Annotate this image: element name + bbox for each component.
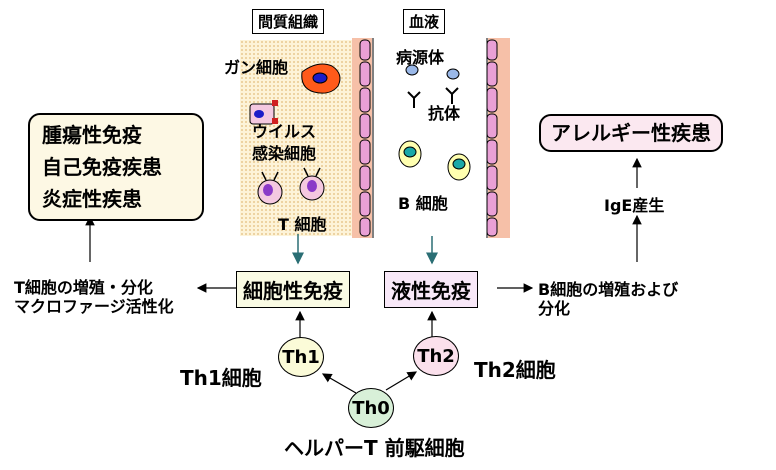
t-cell-2	[299, 167, 325, 201]
disease-tumor: 腫瘍性免疫	[42, 123, 142, 147]
arrow-th0-to-th2	[385, 371, 418, 391]
allergy-box: アレルギー性疾患	[539, 114, 723, 152]
t-cell-label: T 細胞	[278, 215, 327, 234]
arrow-th0-to-th1	[321, 373, 357, 394]
virus-infected-label: ウイルス 感染細胞	[252, 122, 317, 163]
th1-cell: Th1	[278, 337, 324, 377]
helper-t-precursor-label: ヘルパーT 前駆細胞	[284, 436, 465, 460]
b-prolif-text-1: B細胞の増殖および	[538, 280, 679, 299]
interstitial-header: 間質組織	[252, 9, 325, 34]
th1-label: Th1細胞	[180, 366, 262, 390]
th2-cell: Th2	[413, 336, 459, 376]
cellular-immunity-box: 細胞性免疫	[236, 271, 350, 308]
antibody-label: 抗体	[428, 104, 461, 123]
antibody-1	[407, 91, 421, 108]
t-cell-1	[257, 171, 283, 205]
pathogen-label: 病源体	[396, 48, 445, 67]
th2-label: Th2細胞	[474, 358, 556, 382]
left-vessel-wall	[352, 38, 374, 238]
pathogen-2	[446, 68, 460, 80]
antibody-2	[445, 87, 459, 104]
cancer-cell-label: ガン細胞	[224, 58, 289, 77]
t-prolif-text-1: T細胞の増殖・分化	[14, 278, 153, 297]
b-cell-label: B 細胞	[398, 194, 448, 213]
b-prolif-text-2: 分化	[538, 299, 571, 318]
right-vessel-wall	[486, 38, 510, 238]
disease-inflammatory: 炎症性疾患	[42, 187, 142, 211]
t-prolif-text-2: マクロファージ活性化	[14, 297, 174, 316]
disease-autoimmune: 自己免疫疾患	[42, 155, 162, 179]
humoral-immunity-box: 液性免疫	[384, 271, 478, 308]
pathogen-1	[405, 64, 419, 76]
disease-box: 腫瘍性免疫 自己免疫疾患 炎症性疾患	[28, 113, 204, 221]
blood-header: 血液	[403, 9, 446, 34]
ige-production: IgE産生	[604, 196, 665, 215]
th0-cell: Th0	[348, 388, 394, 428]
